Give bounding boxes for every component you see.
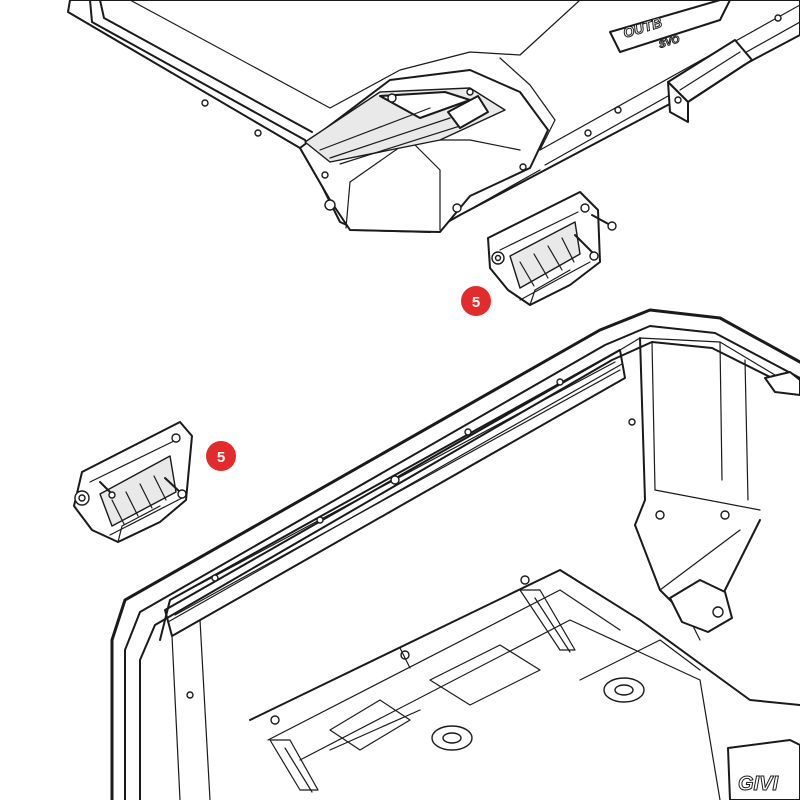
callout-marker-upper: 5 (461, 286, 491, 316)
case-lid: OUTB SVO (67, 0, 800, 233)
case-body: GIVI (110, 308, 800, 800)
callout-marker-left: 5 (206, 441, 236, 471)
callout-label-upper: 5 (472, 294, 480, 311)
lid-side-hinge (667, 39, 753, 123)
hinge-part-left (73, 421, 193, 543)
body-logo-text: GIVI (738, 773, 778, 795)
body-logo-badge: GIVI (727, 739, 800, 800)
hinge-part-upper (487, 191, 617, 306)
callout-label-left: 5 (217, 449, 225, 466)
